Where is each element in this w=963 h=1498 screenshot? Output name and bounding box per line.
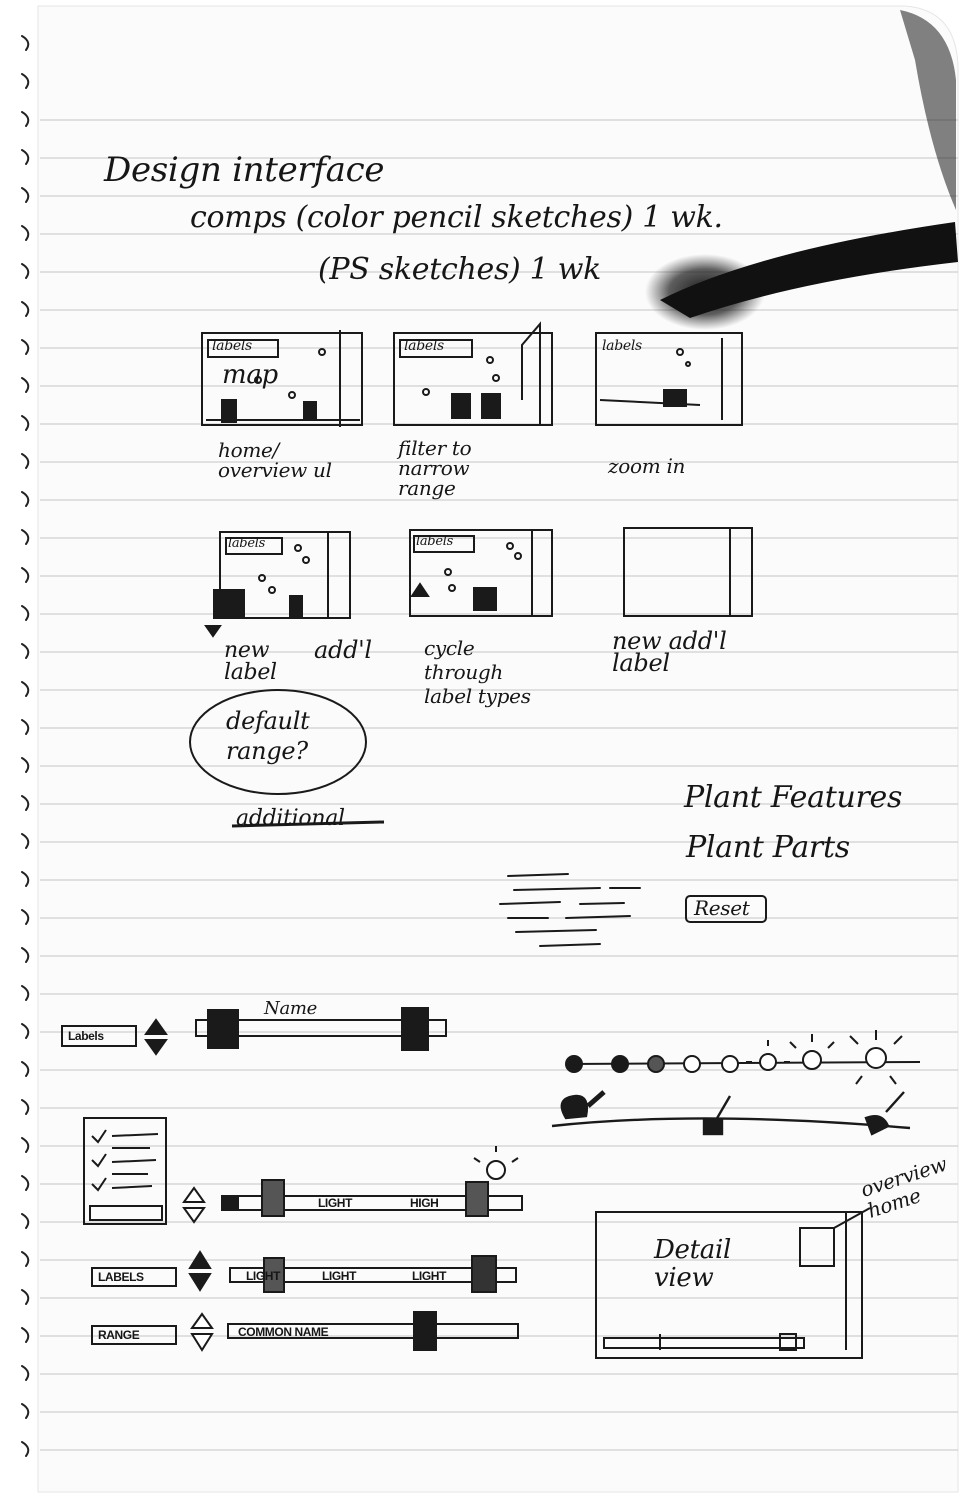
slider-row-4-common-name: COMMON NAME	[238, 1325, 328, 1339]
thumb-new-labels-tag: labels	[228, 536, 265, 551]
slider-row-3-light-3: LIGHT	[412, 1269, 446, 1283]
thumb-filter-labels-tag: labels	[404, 338, 444, 354]
heading-line-2: comps (color pencil sketches) 1 wk.	[190, 200, 723, 235]
caption-addl: add'l	[314, 636, 372, 664]
caption-zoom: zoom in	[608, 454, 685, 478]
note-plant-parts: Plant Parts	[686, 830, 850, 865]
thumb-home-map-word: map	[222, 360, 278, 390]
slider-row-1-name: Name	[264, 998, 317, 1019]
slider-row-3-light-2: LIGHT	[322, 1269, 356, 1283]
detail-view-label: Detail view	[654, 1236, 744, 1292]
slider-row-2-light: LIGHT	[318, 1196, 352, 1210]
reset-button-label: Reset	[694, 896, 750, 920]
caption-filter: filter to narrow range	[398, 438, 528, 498]
caption-cycle: cycle through label types	[424, 636, 534, 708]
thumb-zoom-labels-tag: labels	[602, 338, 642, 354]
slider-row-3-light-1: LIGHT	[246, 1269, 280, 1283]
note-plant-features: Plant Features	[684, 780, 902, 815]
note-additional: additional	[236, 806, 345, 831]
caption-home: home/ overview ul	[218, 440, 348, 480]
thumb-home-labels-tag: labels	[212, 338, 252, 354]
heading-line-3: (PS sketches) 1 wk	[318, 252, 601, 287]
heading-line-1: Design interface	[104, 150, 384, 190]
thumb-cycle-labels-tag: labels	[416, 534, 453, 549]
slider-row-3-labels: LABELS	[98, 1270, 144, 1284]
note-default-range: default range?	[226, 706, 336, 766]
slider-row-2-high: HIGH	[410, 1196, 438, 1210]
caption-new-label: new label	[224, 640, 294, 684]
torn-edge	[22, 36, 28, 1456]
caption-new-addl-label: new add'l label	[612, 630, 772, 674]
slider-row-4-range: RANGE	[98, 1328, 139, 1342]
slider-row-1-label: Labels	[68, 1029, 104, 1043]
